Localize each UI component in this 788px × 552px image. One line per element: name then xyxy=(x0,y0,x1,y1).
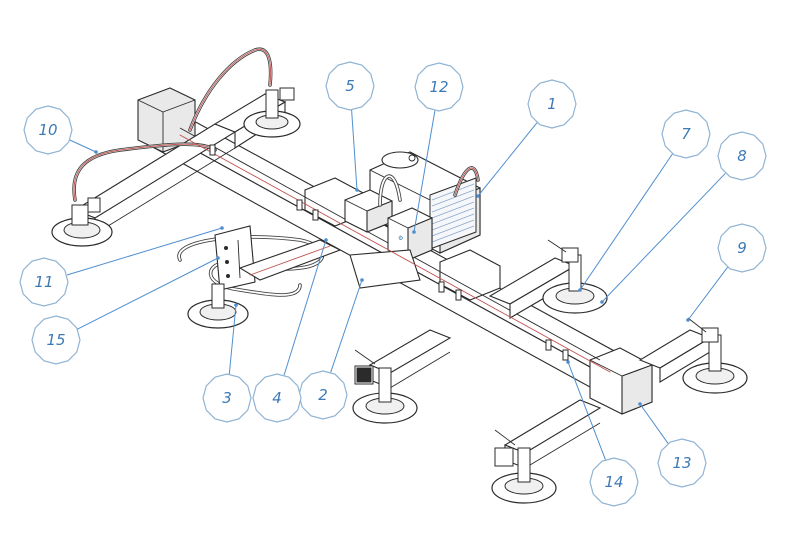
callout-2: 2 xyxy=(298,278,364,420)
callout-badge xyxy=(414,62,464,112)
callout-3: 3 xyxy=(202,303,252,423)
callout-leader-line xyxy=(330,279,363,373)
callout-leader-tip xyxy=(476,194,480,198)
callout-badge xyxy=(31,315,81,365)
callout-leader-line xyxy=(283,239,327,376)
callout-number: 12 xyxy=(429,78,448,96)
callout-badge xyxy=(325,61,375,111)
callout-badge xyxy=(23,105,73,155)
suction-cups xyxy=(51,87,748,504)
callout-number: 13 xyxy=(672,454,691,472)
suction-cup xyxy=(682,317,748,394)
callout-badge xyxy=(657,438,707,488)
suspension-hook xyxy=(349,249,421,289)
callout-number: 2 xyxy=(318,386,328,404)
switch-box-logo: ⚙ xyxy=(398,235,403,242)
callout-leader-line xyxy=(66,227,223,276)
callout-leader-line xyxy=(601,172,726,303)
callout-8: 8 xyxy=(600,131,767,304)
callout-10: 10 xyxy=(23,105,98,155)
callout-leader-tip xyxy=(360,278,364,282)
handle-control-panel xyxy=(214,225,256,291)
callout-leader-tip xyxy=(94,150,98,154)
callout-7: 7 xyxy=(578,109,711,292)
switch-box: ⚙ xyxy=(387,207,433,261)
callout-leader-tip xyxy=(600,300,604,304)
vacuum-hoses xyxy=(72,47,611,373)
callout-11: 11 xyxy=(19,226,224,307)
callout-number: 7 xyxy=(681,125,691,143)
callout-leader-tip xyxy=(216,256,220,260)
suction-cup xyxy=(491,429,557,504)
callout-leader-tip xyxy=(686,318,690,322)
suction-cup xyxy=(187,283,249,329)
callout-leader-line xyxy=(69,139,97,153)
callout-badge xyxy=(661,109,711,159)
callout-15: 15 xyxy=(31,256,220,365)
callout-number: 15 xyxy=(46,331,65,349)
callout-badge xyxy=(298,370,348,420)
callout-leader-tip xyxy=(234,303,238,307)
callout-14: 14 xyxy=(566,360,639,507)
callout-badge xyxy=(527,79,577,129)
callout-number: 14 xyxy=(604,473,623,491)
callout-1: 1 xyxy=(476,79,577,198)
callout-number: 9 xyxy=(737,239,747,257)
callout-leader-line xyxy=(567,361,606,460)
callout-leader-line xyxy=(351,109,358,191)
callout-leader-line xyxy=(687,266,728,321)
callout-badge xyxy=(717,131,767,181)
callout-number: 1 xyxy=(547,95,557,113)
callout-leader-line xyxy=(228,304,237,375)
callout-leader-tip xyxy=(412,230,416,234)
callout-leader-line xyxy=(477,122,538,197)
front-cross-beam-right xyxy=(488,257,712,383)
callout-leader-line xyxy=(77,257,219,330)
callout-leader-tip xyxy=(578,288,582,292)
callout-number: 10 xyxy=(38,121,57,139)
suction-cup xyxy=(542,239,608,314)
handle-arm xyxy=(238,239,342,281)
callout-leader-tip xyxy=(566,360,570,364)
suction-cup xyxy=(51,197,113,247)
callout-5: 5 xyxy=(325,61,375,192)
callout-leader-tip xyxy=(638,402,642,406)
callout-12: 12 xyxy=(412,62,464,234)
callout-number: 11 xyxy=(34,273,53,291)
callout-badge xyxy=(19,257,69,307)
callout-4: 4 xyxy=(252,238,328,423)
callout-badge xyxy=(252,373,302,423)
callout-number: 8 xyxy=(737,147,747,165)
callout-badge xyxy=(717,223,767,273)
callout-leader-line xyxy=(639,403,669,444)
callout-number: 3 xyxy=(222,389,232,407)
callout-leader-tip xyxy=(324,238,328,242)
callout-number: 5 xyxy=(345,77,355,95)
callout-13: 13 xyxy=(638,402,707,488)
suction-cup xyxy=(352,349,418,424)
callout-number: 4 xyxy=(272,389,282,407)
suction-cup xyxy=(243,87,301,138)
callout-badge xyxy=(589,457,639,507)
control-handle xyxy=(177,225,342,297)
beam-bolts xyxy=(209,144,569,361)
callout-leader-line xyxy=(413,110,436,233)
callout-badge xyxy=(202,373,252,423)
callout-leader-tip xyxy=(355,188,359,192)
callout-leader-line xyxy=(579,153,673,291)
callout-leader-tip xyxy=(220,226,224,230)
callout-9: 9 xyxy=(686,223,767,322)
